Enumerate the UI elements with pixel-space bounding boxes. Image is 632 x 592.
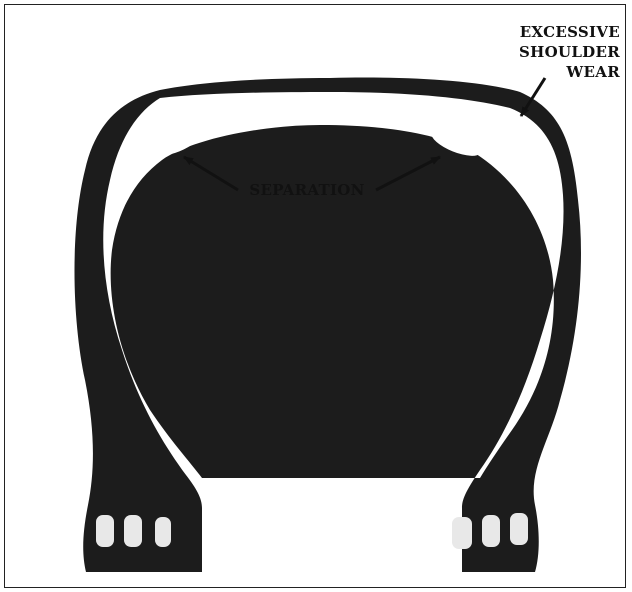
tire-cross-section — [74, 78, 581, 572]
shoulder-wear-line2: SHOULDER — [519, 43, 620, 61]
shoulder-wear-line3: WEAR — [565, 63, 620, 81]
right-bead-markings — [452, 513, 528, 549]
left-bead-markings — [96, 515, 171, 547]
separation-label: SEPARATION — [249, 181, 364, 199]
shoulder-wear-line1: EXCESSIVE — [520, 23, 620, 41]
